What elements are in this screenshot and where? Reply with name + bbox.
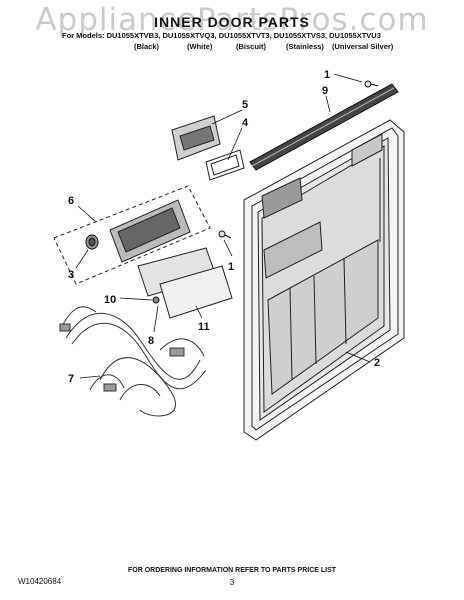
control-module xyxy=(109,199,191,263)
callout-4-vent-gasket: 4 xyxy=(242,117,249,129)
clip xyxy=(152,296,160,304)
inner-door-panel xyxy=(243,119,405,441)
callout-10-clip: 10 xyxy=(104,294,116,306)
callout-9-gasket: 9 xyxy=(322,85,328,97)
page-title: INNER DOOR PARTS xyxy=(154,14,310,30)
vent-gasket xyxy=(205,149,245,181)
color-label-stainless: (Stainless) xyxy=(286,42,324,51)
board-shield xyxy=(159,265,233,319)
callout-11-shield: 11 xyxy=(198,321,210,333)
callout-3-knob: 3 xyxy=(68,269,74,281)
knob xyxy=(85,234,99,250)
callout-8-connector: 8 xyxy=(148,335,154,347)
callout-leaders xyxy=(75,73,371,379)
screw-middle xyxy=(218,230,232,239)
color-label-white: (White) xyxy=(187,42,213,51)
color-label-biscuit: (Biscuit) xyxy=(236,42,266,51)
control-assembly-outline xyxy=(53,185,211,285)
door-gasket xyxy=(249,83,399,171)
document-number: W10420684 xyxy=(18,577,62,586)
vent-bracket xyxy=(171,115,221,161)
ordering-note: FOR ORDERING INFORMATION REFER TO PARTS … xyxy=(127,567,337,574)
color-label-black: (Black) xyxy=(134,42,160,51)
callout-1-screw: 1 xyxy=(324,69,330,81)
callout-6-control-assembly: 6 xyxy=(68,195,74,207)
screw-top xyxy=(364,80,379,88)
callout-1-screw-middle: 1 xyxy=(228,261,234,273)
page-number: 3 xyxy=(229,578,235,587)
callout-5-bracket: 5 xyxy=(242,99,248,111)
wire-harness xyxy=(59,306,207,417)
callout-2-door-panel: 2 xyxy=(374,357,380,369)
model-list: For Models: DU1055XTVB3, DU1055XTVQ3, DU… xyxy=(62,31,381,40)
callout-7-wire-harness: 7 xyxy=(68,373,74,385)
color-label-universal-silver: (Universal Silver) xyxy=(332,42,394,51)
